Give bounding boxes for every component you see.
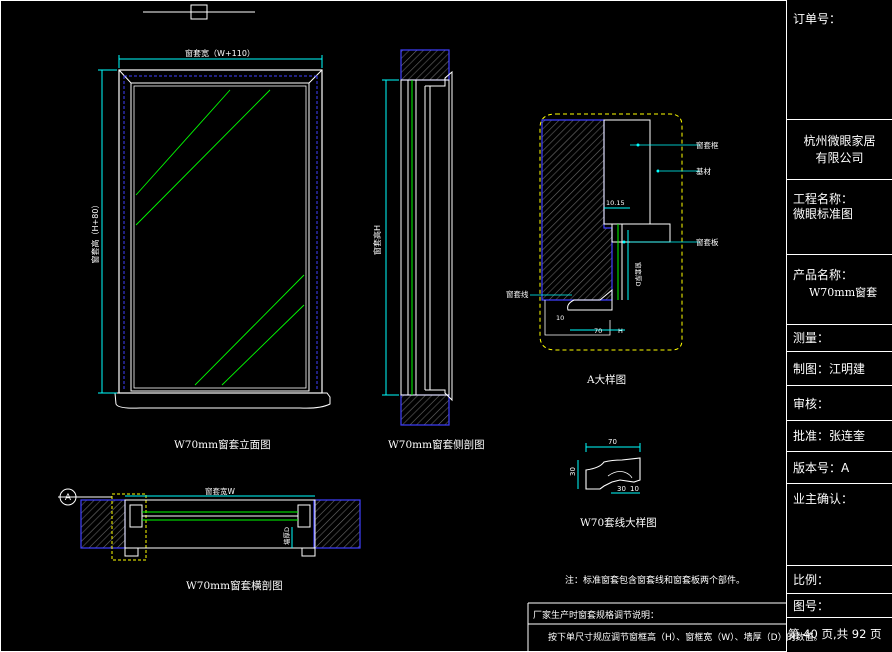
company-line-2: 有限公司 <box>815 151 864 165</box>
tb-drawing-no: 图号： <box>787 593 892 617</box>
tb-reviewer: 审核： <box>787 385 892 420</box>
title-block: 订单号： 杭州微眼家居 有限公司 工程名称： 微眼标准图 产品名称： W70mm… <box>787 0 892 652</box>
window-side-section-view <box>382 49 453 426</box>
detail-label-frame: 窗套框 <box>696 140 719 150</box>
caption-elevation: W70mm窗套立面图 <box>174 439 271 451</box>
detail-a-view <box>530 113 700 351</box>
elev-dim-height: 窗套高（H+80） <box>90 201 100 264</box>
detail-dim-top: 10.15 <box>606 199 625 207</box>
detail-dim-bottom: 70 <box>594 327 602 335</box>
window-elevation-view <box>98 55 331 409</box>
factory-note-title: 厂家生产时窗套规格调节说明： <box>533 611 660 621</box>
plan-dim-side: 墙厚D <box>282 527 291 545</box>
tb-version: 版本号：A <box>787 451 892 483</box>
tb-order-no: 订单号： <box>793 12 842 26</box>
plan-dim-width: 窗套宽W <box>205 486 235 496</box>
tb-product: 产品名称： W70mm窗套 <box>787 254 892 324</box>
section-marker-a: A <box>65 493 72 503</box>
caption-detail-a: A大样图 <box>587 374 627 386</box>
detail-dim-h: H <box>618 327 623 335</box>
tb-drafter: 制图：江明建 <box>787 351 892 385</box>
factory-note-box <box>527 602 787 652</box>
detail-label-plate: 窗套板 <box>696 237 719 247</box>
tb-approver: 批准：张连奎 <box>787 420 892 451</box>
company-line-1: 杭州微眼家居 <box>803 134 876 148</box>
detail-label-molding: 窗套线 <box>506 289 529 299</box>
caption-side-section: W70mm窗套侧剖图 <box>388 439 485 451</box>
elev-dim-width: 窗套宽（W+110） <box>185 48 255 58</box>
tb-company: 杭州微眼家居 有限公司 <box>787 119 892 179</box>
window-plan-section-view <box>58 488 361 561</box>
caption-molding-detail: W70套线大样图 <box>580 517 657 529</box>
detail-label-board: 基材 <box>696 166 711 176</box>
tb-page-info: 第 40 页,共 92 页 <box>787 617 892 652</box>
tb-scale: 比例： <box>787 565 892 593</box>
factory-note-body: 按下单尺寸规应调节窗框高（H）、窗框宽（W）、墙厚（D）的数值。 <box>548 633 823 643</box>
molding-dim-top: 70 <box>608 438 617 446</box>
detail-dim-side: 窗套厚D <box>634 262 643 287</box>
tb-measure: 测量： <box>787 324 892 351</box>
top-marker <box>143 4 255 20</box>
tb-owner-confirm: 业主确认： <box>787 483 892 565</box>
tb-project: 工程名称： 微眼标准图 <box>787 179 892 254</box>
caption-plan-section: W70mm窗套横剖图 <box>186 580 283 592</box>
side-dim-height: 窗套高H <box>372 225 382 255</box>
molding-detail-view <box>577 443 641 494</box>
molding-dim-b2: 10 <box>630 485 639 493</box>
molding-dim-left: 30 <box>569 467 577 476</box>
molding-dim-b1: 30 <box>617 485 626 493</box>
footnote: 注：标准窗套包含窗套线和窗套板两个部件。 <box>565 576 746 586</box>
detail-dim-small: 10 <box>556 314 564 322</box>
